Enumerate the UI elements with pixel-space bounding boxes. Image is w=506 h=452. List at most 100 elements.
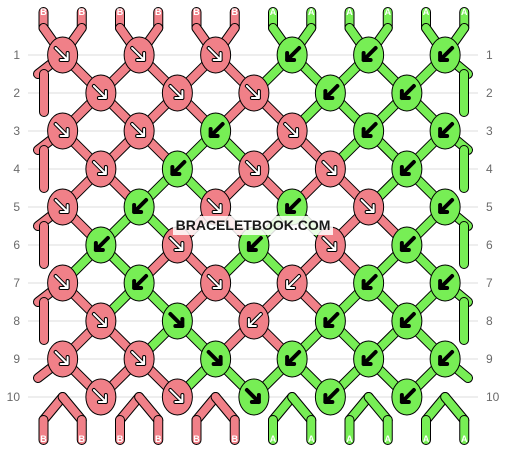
- row-label-right: 5: [486, 200, 493, 214]
- knot-green: [123, 264, 155, 302]
- knot-arrow: [400, 237, 415, 251]
- knot-arrow: [169, 85, 184, 99]
- thread-letter-bottom: B: [40, 434, 47, 444]
- thread-letter-top: B: [40, 7, 47, 17]
- knot-arrow: [439, 351, 454, 365]
- knot-arrow: [400, 389, 415, 403]
- knot-green: [276, 340, 308, 378]
- thread-letter-bottom: B: [117, 434, 124, 444]
- knot-green: [238, 378, 270, 416]
- knot-arrow: [209, 123, 224, 137]
- row-label-right: 4: [486, 162, 493, 176]
- knot-arrow: [439, 275, 454, 289]
- knot-pink: [47, 112, 79, 150]
- knot-arrow: [400, 313, 415, 327]
- knot-arrow: [322, 161, 337, 175]
- knot-pink: [161, 74, 193, 112]
- knot-arrow: [247, 313, 262, 327]
- row-label-left: 1: [13, 48, 20, 62]
- thread-letter-top: A: [308, 7, 315, 17]
- thread-letter-bottom: A: [270, 434, 277, 444]
- knot-arrow: [131, 123, 146, 137]
- knot-arrow: [284, 123, 299, 137]
- row-label-left: 10: [7, 390, 21, 404]
- row-label-right: 8: [486, 314, 493, 328]
- knot-green: [123, 188, 155, 226]
- row-label-left: 9: [13, 352, 20, 366]
- knot-pink: [123, 36, 155, 74]
- knot-pink: [123, 340, 155, 378]
- thread-letter-bottom: B: [79, 434, 86, 444]
- thread-letter-bottom: A: [461, 434, 468, 444]
- knot-arrow: [92, 313, 107, 327]
- knot-green: [429, 112, 461, 150]
- thread-letter-top: A: [346, 7, 353, 17]
- knot-arrow: [131, 351, 146, 365]
- knot-arrow: [92, 85, 107, 99]
- knot-green: [391, 302, 423, 340]
- knot-green: [276, 36, 308, 74]
- knot-arrow: [54, 351, 69, 365]
- knot-arrow: [92, 389, 107, 403]
- knot-green: [429, 264, 461, 302]
- thread-letter-bottom: A: [423, 434, 430, 444]
- knot-green: [429, 340, 461, 378]
- knot-green: [161, 150, 193, 188]
- knot-pink: [238, 74, 270, 112]
- knots-layer: [47, 36, 461, 416]
- knot-arrow: [286, 351, 301, 365]
- knot-pink: [85, 150, 117, 188]
- knot-arrow: [400, 161, 415, 175]
- thread-letter-bottom: B: [193, 434, 200, 444]
- knot-pink: [200, 264, 232, 302]
- knot-pink: [47, 36, 79, 74]
- knot-arrow: [94, 237, 109, 251]
- knot-pink: [85, 378, 117, 416]
- knot-pink: [238, 150, 270, 188]
- knot-arrow: [54, 275, 69, 289]
- knot-pink: [47, 264, 79, 302]
- knot-pink: [85, 74, 117, 112]
- knot-green: [161, 302, 193, 340]
- thread-letter-top: B: [117, 7, 124, 17]
- thread-letter-bottom: A: [346, 434, 353, 444]
- knot-arrow: [207, 199, 222, 213]
- knot-arrow: [54, 123, 69, 137]
- row-label-left: 8: [13, 314, 20, 328]
- knot-green: [200, 112, 232, 150]
- knot-arrow: [324, 389, 339, 403]
- knot-arrow: [362, 47, 377, 61]
- row-label-right: 1: [486, 48, 493, 62]
- knot-pink: [276, 264, 308, 302]
- knot-arrow: [322, 237, 337, 251]
- knot-pink: [238, 302, 270, 340]
- knot-green: [353, 112, 385, 150]
- knot-arrow: [439, 123, 454, 137]
- knot-arrow: [439, 47, 454, 61]
- thread-letter-top: A: [385, 7, 392, 17]
- thread-letter-bottom: A: [385, 434, 392, 444]
- knot-arrow: [207, 275, 222, 289]
- row-label-right: 3: [486, 124, 493, 138]
- knot-arrow: [169, 237, 184, 251]
- row-label-left: 2: [13, 86, 20, 100]
- knot-arrow: [245, 161, 260, 175]
- knot-arrow: [400, 85, 415, 99]
- thread-letter-top: B: [79, 7, 86, 17]
- knot-green: [238, 226, 270, 264]
- knot-green: [429, 36, 461, 74]
- knot-pink: [353, 188, 385, 226]
- knot-arrow: [171, 161, 186, 175]
- thread-letter-top: A: [461, 7, 468, 17]
- knot-pink: [161, 226, 193, 264]
- knot-green: [353, 36, 385, 74]
- knot-arrow: [207, 351, 222, 365]
- row-label-left: 3: [13, 124, 20, 138]
- knot-green: [353, 264, 385, 302]
- knot-green: [429, 188, 461, 226]
- knot-pink: [200, 36, 232, 74]
- knot-green: [200, 340, 232, 378]
